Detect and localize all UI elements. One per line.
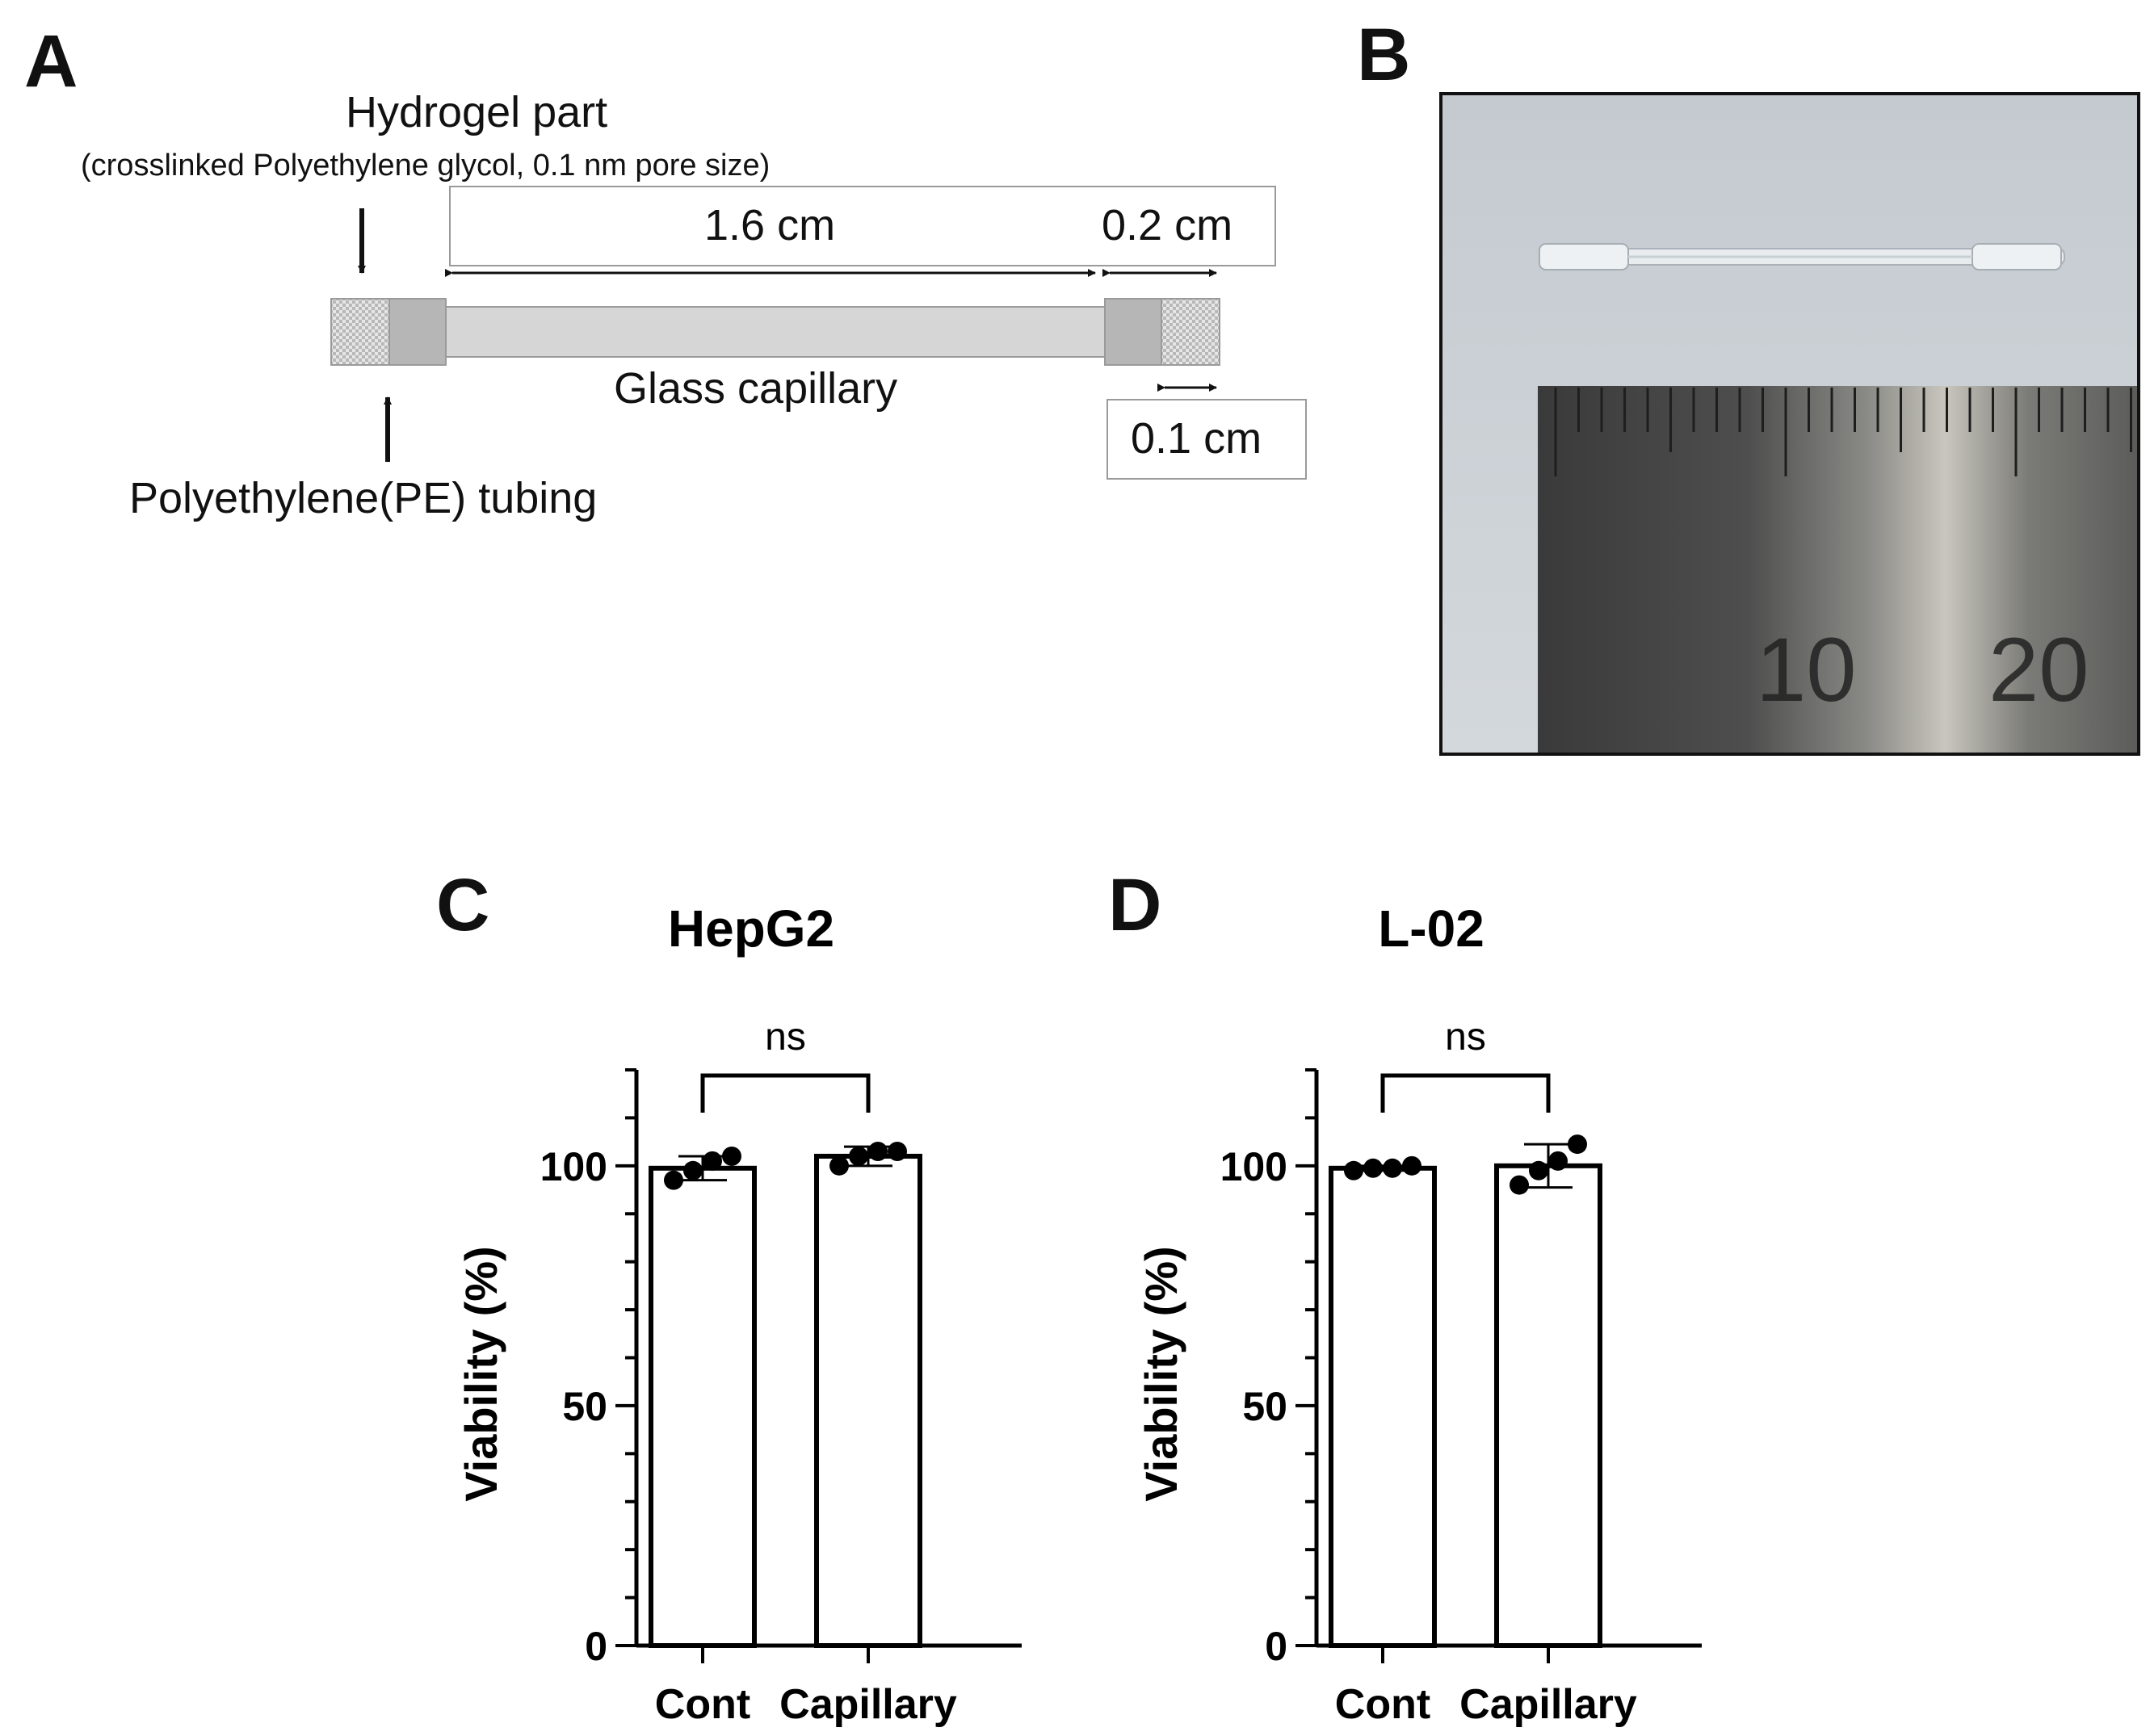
y-axis-label: Viability (%) [1136, 1246, 1186, 1501]
photo-ruler [1538, 386, 2137, 753]
bar-cont [649, 1165, 757, 1649]
photo-capillary-end-right [1972, 243, 2062, 270]
x-tick-label: Capillary [1459, 1681, 1637, 1728]
dimension-box-main [449, 186, 1276, 266]
dimension-label-end: 0.2 cm [1102, 201, 1233, 249]
data-point [683, 1160, 703, 1180]
dimension-box-gel [1106, 399, 1307, 480]
glass-capillary [442, 306, 1107, 358]
data-point [829, 1155, 849, 1176]
y-axis-label: Viability (%) [456, 1246, 506, 1501]
pe-tubing-right [1104, 298, 1164, 366]
panel-letter-c: C [436, 864, 490, 946]
data-point [703, 1151, 722, 1171]
data-point [1383, 1158, 1402, 1178]
data-point [1402, 1155, 1421, 1176]
chart-title: HepG2 [668, 904, 834, 958]
photo-capillary-end-left [1539, 243, 1629, 270]
photo-ruler-mark-10: 10 [1756, 619, 1857, 720]
panel-letter-d: D [1108, 864, 1162, 946]
chart-title: L-02 [1378, 904, 1484, 958]
data-point [1344, 1160, 1363, 1180]
data-point [1529, 1160, 1548, 1180]
capillary-label: Glass capillary [614, 364, 898, 413]
panel-letter-a: A [24, 20, 78, 103]
significance-label: ns [765, 1016, 806, 1059]
bar-capillary [1494, 1163, 1602, 1649]
data-point [722, 1146, 741, 1166]
data-point [868, 1142, 888, 1162]
data-point [1568, 1134, 1587, 1155]
hydrogel-right [1161, 298, 1220, 366]
photo-ruler-mark-20: 20 [1988, 619, 2089, 720]
y-tick-label: 50 [562, 1384, 607, 1429]
y-tick-label: 50 [1242, 1384, 1287, 1429]
dimension-label-gel: 0.1 cm [1131, 414, 1262, 463]
y-tick-label: 0 [585, 1624, 607, 1669]
photo-scene: 10 20 [1442, 95, 2137, 753]
data-point [888, 1142, 907, 1162]
data-point [1548, 1151, 1568, 1171]
data-point [664, 1170, 683, 1190]
y-tick-label: 100 [1220, 1144, 1287, 1189]
panel-letter-b: B [1357, 14, 1411, 96]
x-tick-label: Cont [1335, 1681, 1430, 1728]
y-tick-label: 100 [540, 1144, 607, 1189]
x-tick-label: Cont [655, 1681, 750, 1728]
significance-bracket [1380, 1073, 1551, 1113]
data-point [849, 1146, 868, 1166]
hydrogel-left [330, 298, 390, 366]
tubing-label: Polyethylene(PE) tubing [129, 474, 598, 522]
bar-cont [1329, 1165, 1437, 1649]
pe-tubing-left [387, 298, 447, 366]
photo-ruler-ticks [1554, 388, 2132, 476]
capillary-diagram [330, 208, 1220, 462]
significance-bracket [700, 1073, 871, 1113]
dimension-label-main: 1.6 cm [704, 201, 836, 249]
y-tick-label: 0 [1265, 1624, 1287, 1669]
capillary-photo: 10 20 [1439, 92, 2140, 756]
hydrogel-title: Hydrogel part [346, 88, 608, 136]
bar-capillary [814, 1153, 922, 1648]
data-point [1510, 1175, 1529, 1195]
x-tick-label: Capillary [779, 1681, 957, 1728]
data-point [1363, 1158, 1383, 1178]
significance-label: ns [1445, 1016, 1486, 1059]
hydrogel-subtitle: (crosslinked Polyethylene glycol, 0.1 nm… [81, 149, 771, 182]
